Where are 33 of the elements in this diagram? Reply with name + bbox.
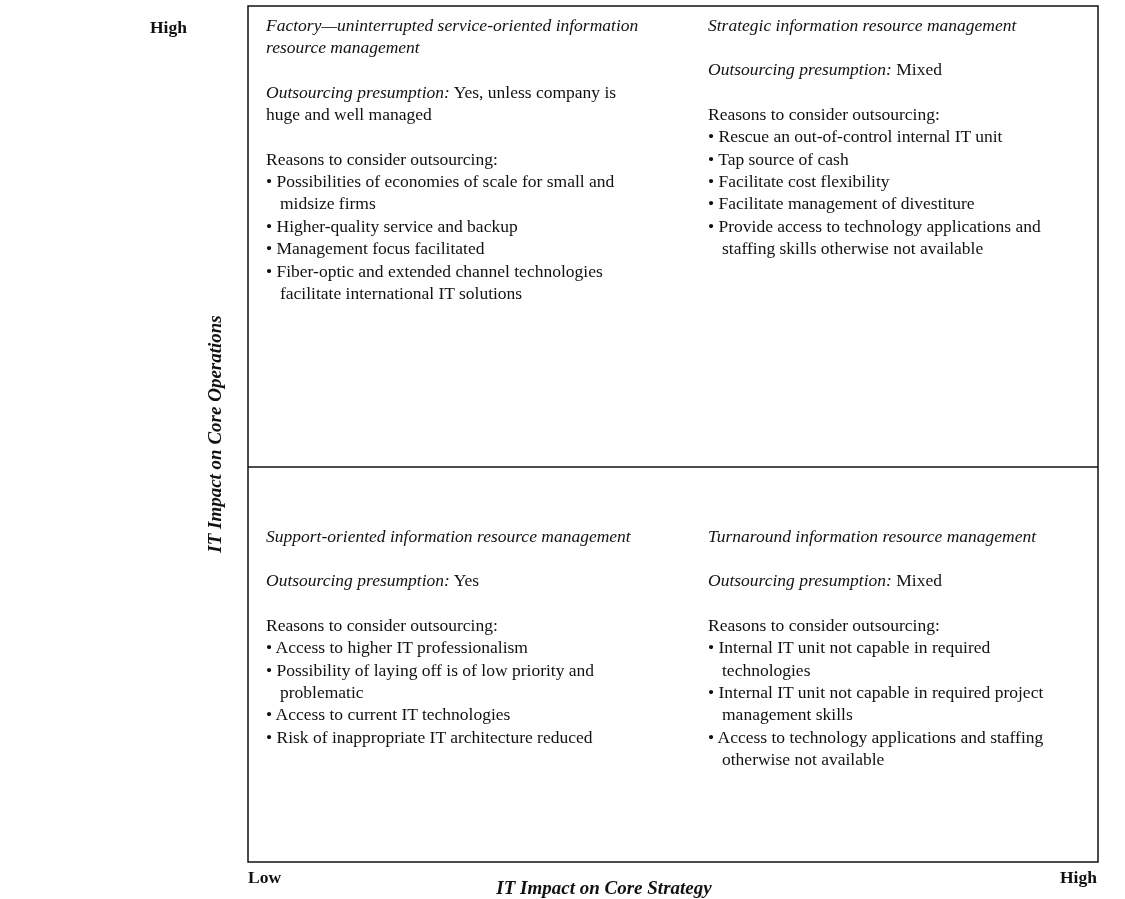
axis-high-label: High bbox=[1060, 866, 1097, 889]
presumption-text: Outsourcing presumption: Yes, unless company is huge and well managed bbox=[266, 80, 618, 126]
bullet-item: • Facilitate cost flexibility bbox=[708, 169, 891, 193]
bullet-item: • Provide access to technology applications and staffing skills otherwise not available bbox=[708, 214, 1042, 260]
axis-title: IT Impact on Core Operations bbox=[202, 315, 226, 553]
bullet-item: • Tap source of cash bbox=[708, 147, 850, 170]
bullet-item: • Rescue an out-of-control internal IT unit bbox=[708, 125, 1004, 148]
bullet-item: • Fiber-optic and extended channel technologies facilitate international IT solutions bbox=[266, 259, 604, 305]
bullet-item: • Access to technology applications and staffing otherwise not available bbox=[708, 725, 1045, 771]
quadrant-title: Strategic information resource management bbox=[708, 14, 1018, 37]
bullet-item: • Higher-quality service and backup bbox=[266, 214, 519, 238]
reasons-heading: Reasons to consider outsourcing: bbox=[266, 613, 499, 637]
axis-low-label: Low bbox=[248, 866, 282, 889]
presumption-text: Outsourcing presumption: Yes bbox=[266, 569, 481, 592]
bullet-item: • Possibility of laying off is of low priority and problematic bbox=[266, 658, 596, 704]
bullet-item: • Access to current IT technologies bbox=[266, 703, 512, 726]
bullet-item: • Internal IT unit not capable in required technologies bbox=[708, 636, 992, 681]
bullet-item: • Access to higher IT professionalism bbox=[266, 636, 529, 659]
reasons-heading: Reasons to consider outsourcing: bbox=[708, 102, 941, 126]
bullet-item: • Possibilities of economies of scale for small and midsize firms bbox=[266, 169, 616, 215]
quadrant-title: Support-oriented information resource management bbox=[266, 525, 631, 548]
reasons-heading: Reasons to consider outsourcing: bbox=[266, 147, 499, 170]
presumption-text: Outsourcing presumption: Mixed bbox=[708, 569, 943, 592]
axis-high-label: High bbox=[150, 16, 187, 39]
bullet-item: • Management focus facilitated bbox=[266, 237, 486, 260]
reasons-heading: Reasons to consider outsourcing: bbox=[708, 613, 941, 637]
quadrant-title: Turnaround information resource management bbox=[708, 525, 1038, 548]
quadrant-title: Factory—uninterrupted service-oriented information resource management bbox=[266, 14, 640, 59]
axis-title: IT Impact on Core Strategy bbox=[496, 876, 712, 899]
bullet-item: • Facilitate management of divestiture bbox=[708, 192, 976, 215]
presumption-text: Outsourcing presumption: Mixed bbox=[708, 58, 943, 81]
bullet-item: • Risk of inappropriate IT architecture reduced bbox=[266, 725, 594, 749]
bullet-item: • Internal IT unit not capable in required project management skills bbox=[708, 680, 1045, 726]
